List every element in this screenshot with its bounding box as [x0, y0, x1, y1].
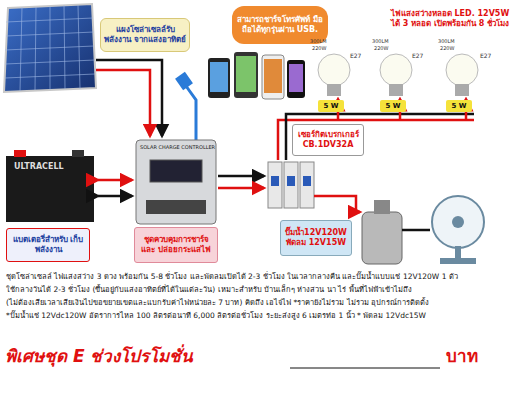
label-box: ปั๊มน้ำ12V120W พัดลม 12V15W: [280, 220, 352, 256]
label-box: ไฟแสงสว่างหลอด LED. 12V5W ได้ 3 หลอด เปิ…: [384, 3, 516, 35]
label-box: แผงโซล่าเซลล์รับพลังงาน จากแสงอาทิตย์: [100, 18, 190, 52]
part-label: 300LM: [372, 38, 389, 44]
label-box: 5 W: [446, 100, 472, 112]
part-label: ULTRACELL: [14, 162, 64, 172]
charge-controller: [136, 140, 216, 224]
solar-panel: [4, 4, 96, 92]
box-text: ปั๊มน้ำ12V120W พัดลม 12V15W: [283, 228, 349, 247]
part-label: 300LM: [438, 38, 455, 44]
label-box: 5 W: [380, 100, 406, 112]
box-text: ชุดควบคุมการชาร์จ และ ปล่อยกระแสไฟ: [137, 235, 215, 254]
part-label: 220W: [312, 45, 327, 51]
description-text: ชุดโซล่าเซลล์ ไฟแสงสว่าง 3 ดวง พร้อมกัน …: [6, 272, 514, 281]
circuit-breaker: [268, 162, 314, 208]
description-text: บาท: [446, 346, 478, 366]
description-text: *ปั๊มน้ำแช่ 12Vdc120W อัตราการไหล 100 ลิ…: [6, 311, 514, 320]
part-label: 220W: [374, 45, 389, 51]
description-text: (ไม่ต้องเสียเวลาเสียเงินไปขอขยายเขตและแบ…: [6, 298, 514, 307]
label-box: ชุดควบคุมการชาร์จ และ ปล่อยกระแสไฟ: [134, 227, 218, 263]
box-text: ไฟแสงสว่างหลอด LED. 12V5W ได้ 3 หลอด เปิ…: [386, 9, 514, 28]
label-box: 5 W: [318, 100, 344, 112]
part-label: E27: [480, 52, 491, 59]
wires: [96, 60, 474, 230]
part-label: SOLAR CHARGE CONTROLLER: [140, 144, 215, 150]
box-text: 5 W: [385, 102, 400, 110]
description-text: ใช้กลางวันได้ 2-3 ชั่วโมง (ขึ้นอยู่กับแส…: [6, 285, 514, 294]
box-text: แบตเตอรี่สำหรับ เก็บพลังงาน: [9, 235, 87, 254]
pump-and-fan: [362, 196, 484, 264]
part-label: E27: [412, 52, 423, 59]
box-text: เซอร์กิตเบรกเกอร์ CB.1DV32A: [295, 130, 361, 149]
part-label: 300LM: [310, 38, 327, 44]
label-box: เซอร์กิตเบรกเกอร์ CB.1DV32A: [292, 124, 364, 156]
usb-cable: [175, 72, 196, 140]
battery: [6, 150, 94, 222]
box-text: 5 W: [451, 102, 466, 110]
part-label: 220W: [440, 45, 455, 51]
box-text: แผงโซล่าเซลล์รับพลังงาน จากแสงอาทิตย์: [103, 25, 187, 44]
box-text: สามารถชาร์จโทรศัพท์ มือถือได้ทุกรุ่นผ่าน…: [234, 15, 326, 34]
box-text: 5 W: [323, 102, 338, 110]
label-box: แบตเตอรี่สำหรับ เก็บพลังงาน: [6, 228, 90, 262]
part-label: E27: [350, 52, 361, 59]
description-text: พิเศษชุด E ช่วงโปรโมชั่น: [5, 346, 193, 366]
led-bulbs: [318, 54, 478, 96]
price-blank: [290, 368, 440, 369]
phones: [208, 52, 305, 99]
